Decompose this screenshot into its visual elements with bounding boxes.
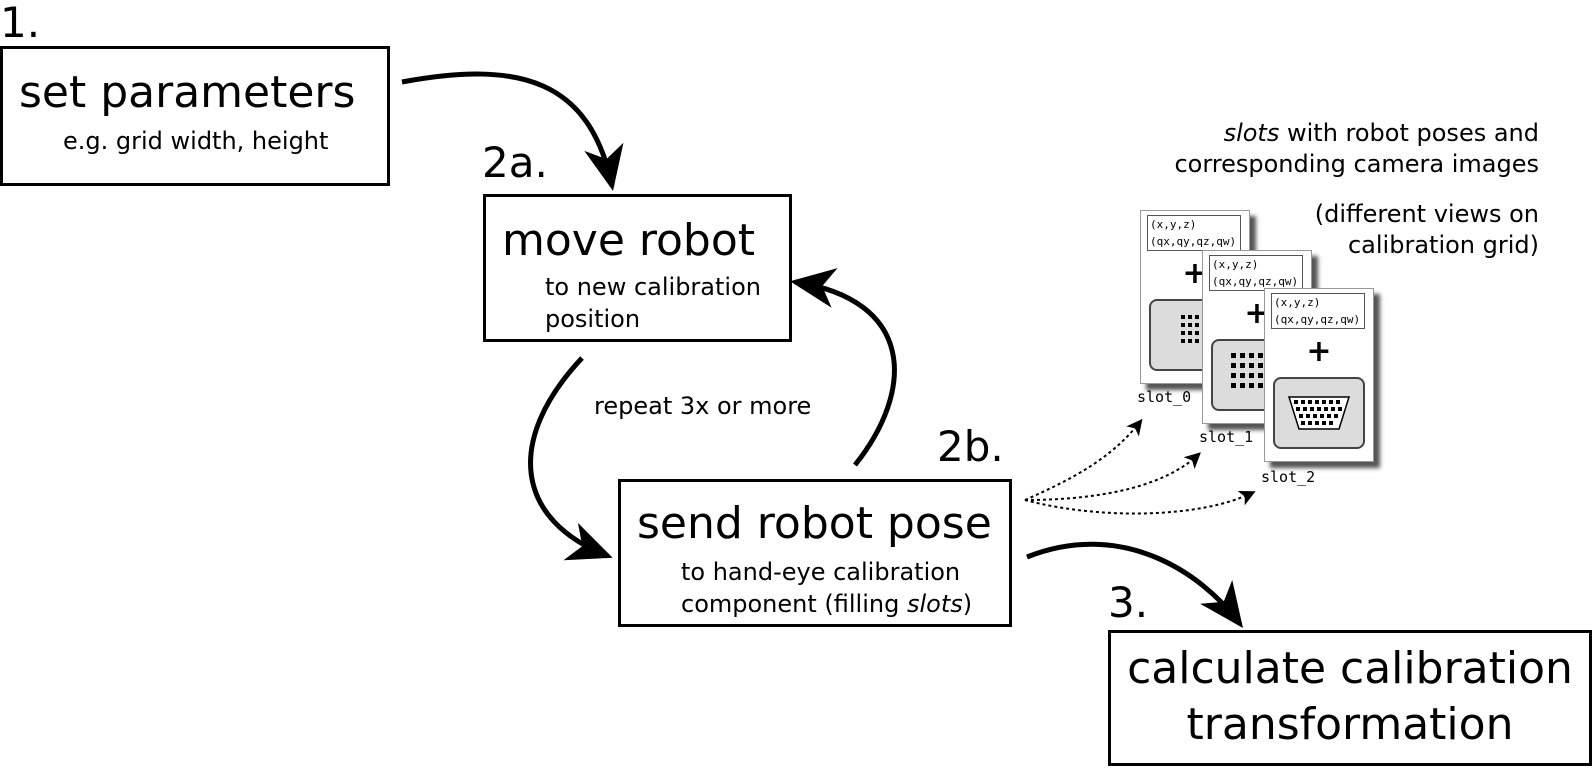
pose-quaternion: (qx,qy,qz,qw) [1212, 275, 1299, 288]
step-1-number: 1. [0, 0, 41, 47]
move-robot-title: move robot [502, 215, 756, 266]
views-note-line-2: calibration grid) [1347, 231, 1539, 259]
pose-position: (x,y,z) [1150, 218, 1197, 231]
views-note-line-1: (different views on [1314, 200, 1539, 228]
arrow-send-to-calculate [1026, 541, 1243, 629]
arrow-move-to-send [528, 356, 613, 561]
slots-emphasis: slots [1223, 119, 1280, 147]
slot-0-label: slot_0 [1137, 388, 1192, 406]
set-parameters-box: set parameters e.g. grid width, height [0, 46, 390, 186]
dotted-arrow-slot-0 [1024, 418, 1143, 501]
move-robot-box: move robot to new calibration position [483, 194, 792, 342]
move-robot-subtitle-line-2: position [545, 305, 641, 333]
pose-values: (x,y,z) (qx,qy,qz,qw) [1209, 255, 1303, 291]
dotted-arrow-slot-2 [1024, 490, 1256, 515]
pose-position: (x,y,z) [1212, 258, 1259, 271]
loop-label: repeat 3x or more [594, 392, 812, 420]
calibration-grid-icon [1181, 315, 1199, 343]
calibration-grid-icon [1231, 353, 1263, 388]
calibration-grid-icon [1287, 396, 1351, 430]
send-robot-pose-subtitle-line-1: to hand-eye calibration [681, 558, 961, 586]
slot-2-label: slot_2 [1261, 468, 1316, 486]
slots-note-line-2: corresponding camera images [1174, 150, 1539, 178]
step-2b-number: 2b. [937, 422, 1004, 471]
plus-sign: + [1306, 334, 1332, 369]
step-2a-number: 2a. [482, 138, 548, 187]
pose-quaternion: (qx,qy,qz,qw) [1274, 313, 1361, 326]
calculate-title-line-2: transformation [1186, 699, 1514, 750]
slots-note-rest: with robot poses and [1279, 119, 1539, 147]
send-robot-pose-title: send robot pose [637, 498, 992, 549]
step-3-number: 3. [1108, 578, 1149, 627]
pose-values: (x,y,z) (qx,qy,qz,qw) [1271, 293, 1365, 329]
subtitle-emphasis: slots [906, 590, 963, 618]
pose-position: (x,y,z) [1274, 296, 1321, 309]
dotted-arrow-slot-1 [1024, 452, 1201, 501]
calculate-title-line-1: calculate calibration [1127, 643, 1573, 694]
set-parameters-subtitle: e.g. grid width, height [63, 127, 329, 155]
slot-card-2: (x,y,z) (qx,qy,qz,qw) + [1264, 288, 1374, 462]
set-parameters-title: set parameters [19, 67, 356, 118]
pose-quaternion: (qx,qy,qz,qw) [1150, 235, 1237, 248]
camera-image-icon [1273, 377, 1365, 449]
send-robot-pose-box: send robot pose to hand-eye calibration … [618, 479, 1012, 627]
pose-values: (x,y,z) (qx,qy,qz,qw) [1147, 215, 1241, 251]
send-robot-pose-subtitle-line-2: component (filling slots) [681, 588, 972, 620]
arrow-send-to-move [790, 268, 897, 467]
subtitle-text-part: ) [962, 590, 973, 618]
slots-note-line-1: slots with robot poses and [1224, 118, 1539, 149]
calculate-calibration-box: calculate calibration transformation [1108, 630, 1592, 766]
subtitle-text-part: component (filling [681, 590, 907, 618]
move-robot-subtitle-line-1: to new calibration [545, 273, 761, 301]
slot-1-label: slot_1 [1199, 428, 1254, 446]
arrow-params-to-move [401, 71, 624, 191]
